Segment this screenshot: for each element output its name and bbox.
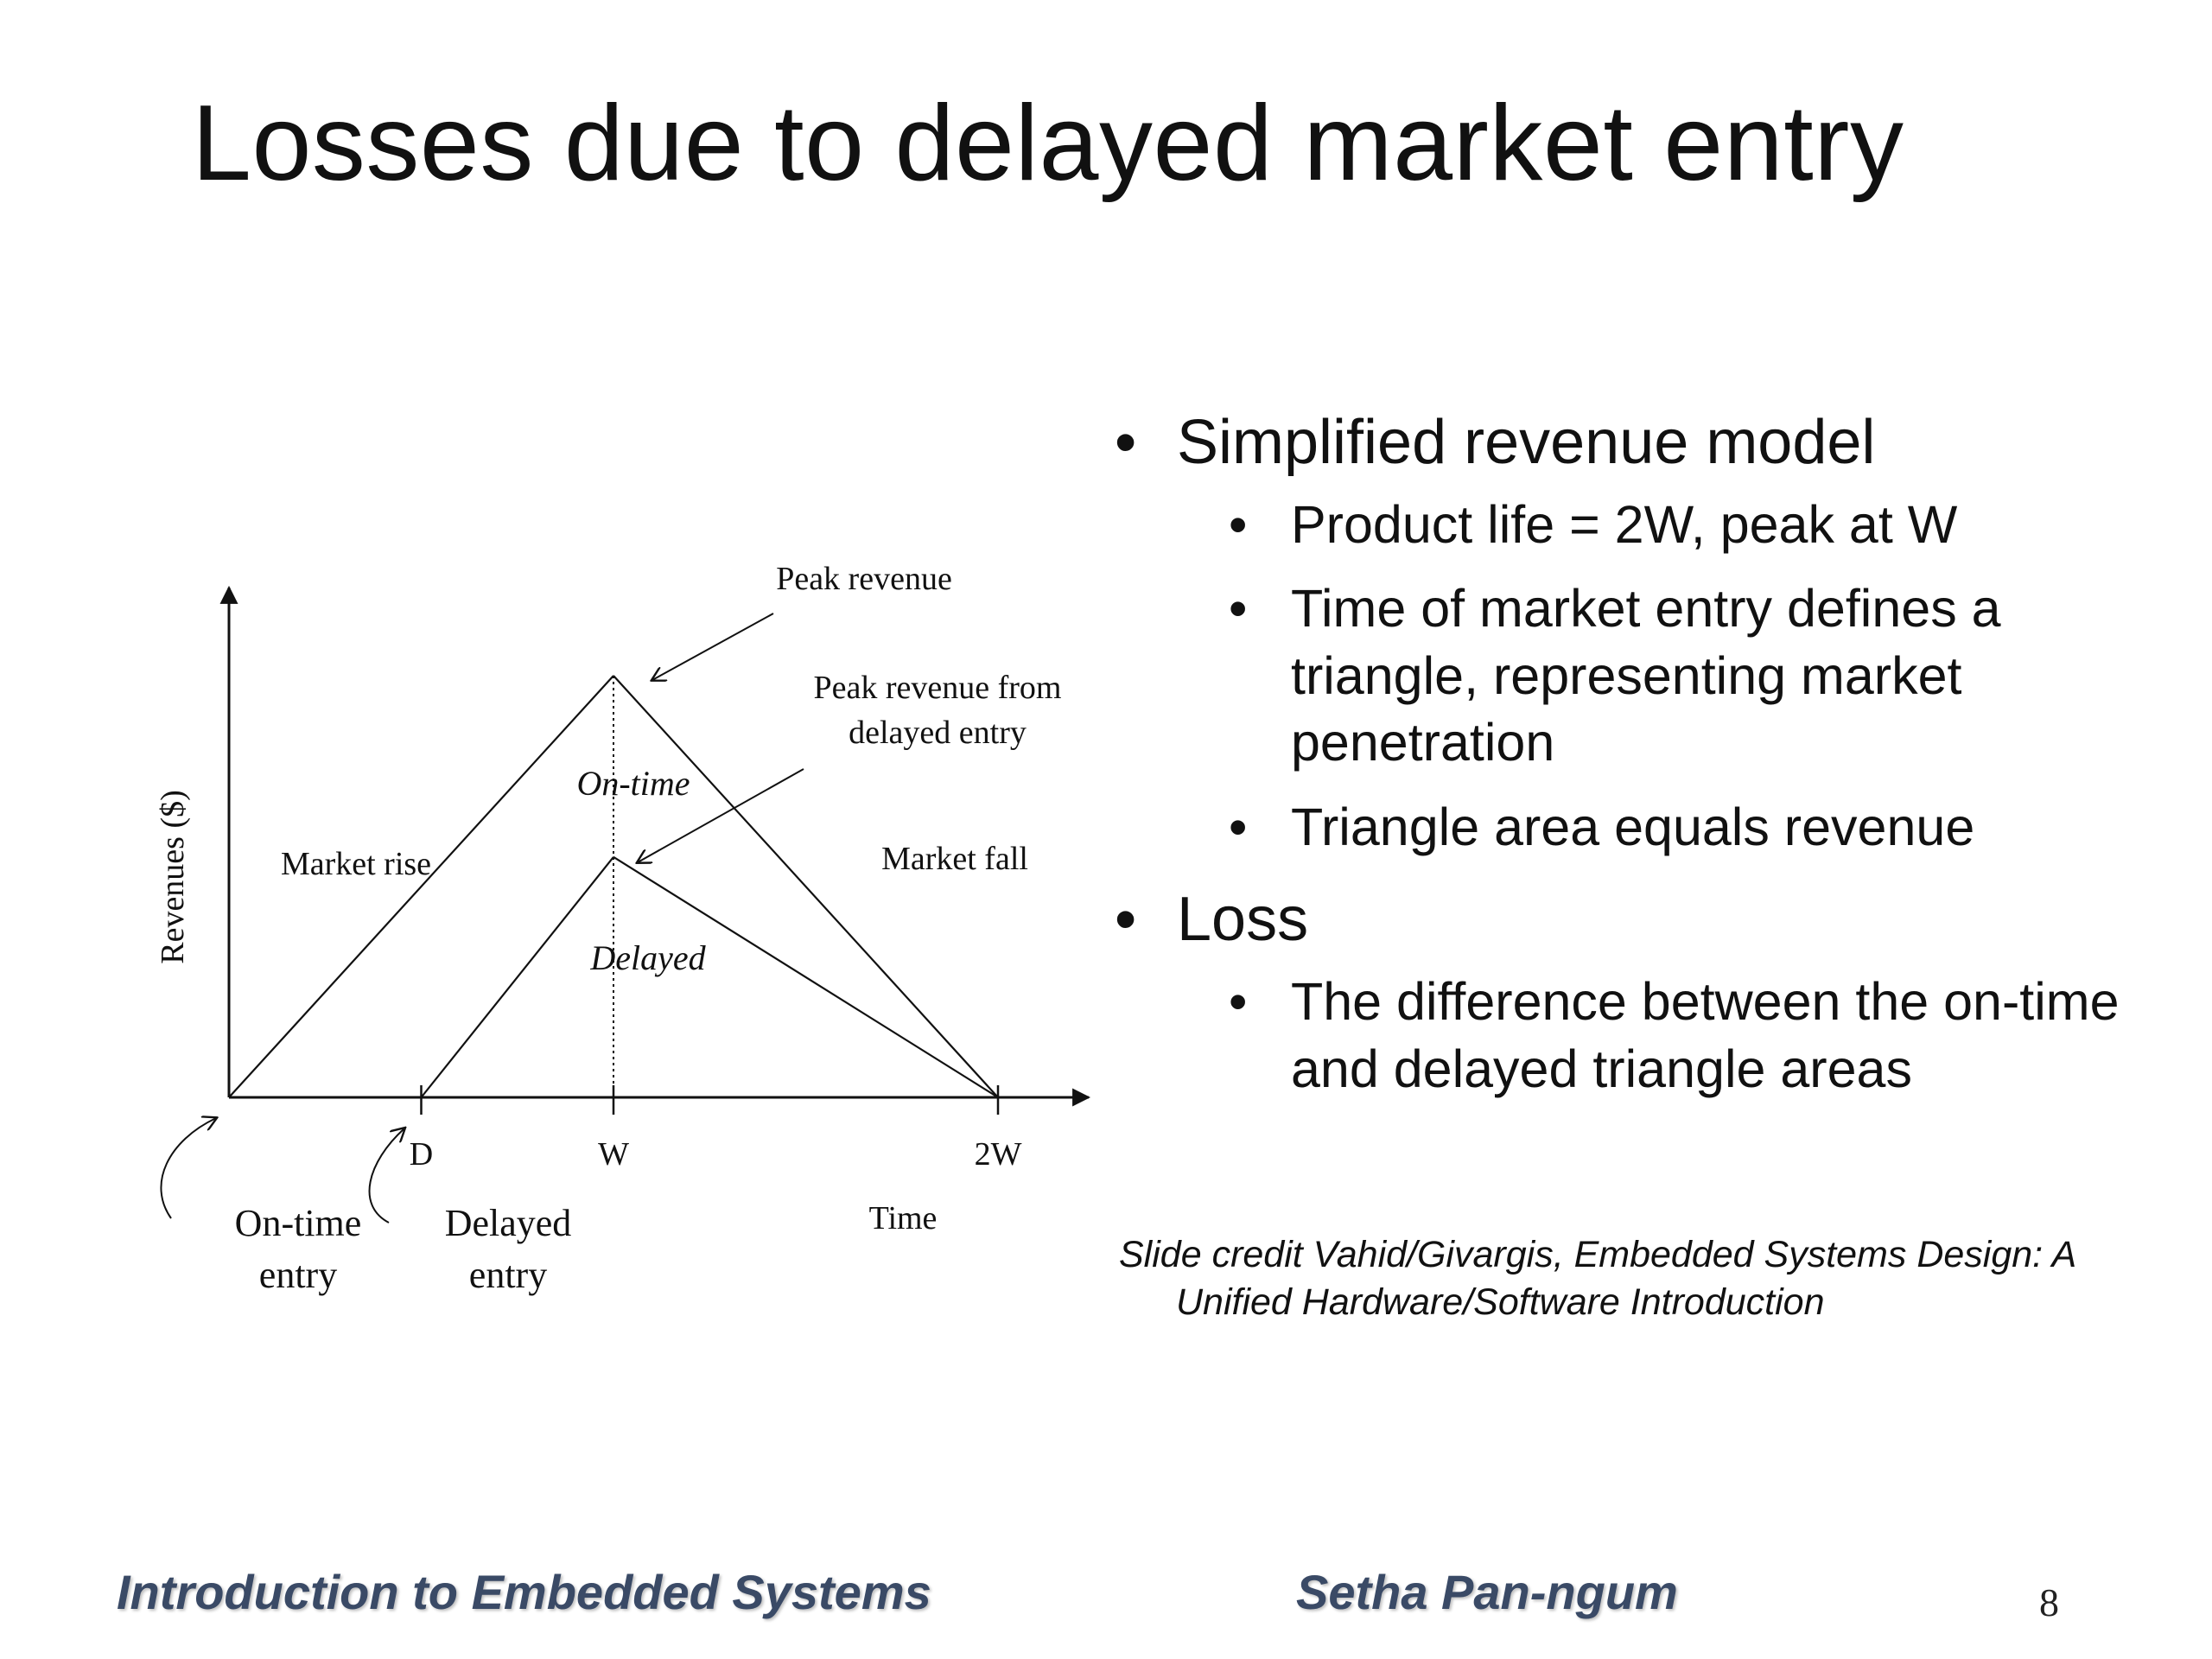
sub-bullet: Time of market entry defines a triangle,… <box>1177 575 2134 776</box>
bullet-revenue-model: Simplified revenue model Product life = … <box>1115 406 2134 861</box>
peak-delayed-label-line2: delayed entry <box>849 715 1027 751</box>
revenue-diagram: Revenues ($) D W 2W Peak revenue Peak re… <box>155 561 1091 1296</box>
bullet-loss: Loss The difference between the on-time … <box>1115 883 2134 1103</box>
sub-bullet-list: The difference between the on-time and d… <box>1177 969 2134 1103</box>
sub-bullet: Product life = 2W, peak at W <box>1177 492 2134 559</box>
sub-bullet-list: Product life = 2W, peak at W Time of mar… <box>1177 492 2134 861</box>
market-rise-label: Market rise <box>281 846 431 882</box>
on-time-rise-line <box>228 675 614 1098</box>
peak-revenue-label: Peak revenue <box>776 561 952 597</box>
peak-delayed-label-line1: Peak revenue from <box>814 670 1062 706</box>
delayed-fall-line <box>613 855 999 1098</box>
sub-bullet: Triangle area equals revenue <box>1177 794 2134 861</box>
delayed-entry-label-line1: Delayed <box>445 1202 572 1244</box>
bullet-text: Simplified revenue model <box>1177 408 1876 477</box>
sub-bullet: The difference between the on-time and d… <box>1177 969 2134 1103</box>
peak-revenue-arrow <box>652 613 774 680</box>
delayed-entry-label-line2: entry <box>469 1254 547 1296</box>
footer-course-title: Introduction to Embedded Systems <box>117 1565 931 1619</box>
footer-author: Setha Pan-ngum <box>1296 1565 1678 1619</box>
on-time-entry-arrow <box>160 1118 216 1219</box>
on-time-entry-label-line1: On-time <box>235 1202 362 1244</box>
y-axis-label: Revenues ($) <box>155 790 191 964</box>
delayed-entry-arrow <box>368 1128 404 1224</box>
bullet-list: Simplified revenue model Product life = … <box>1115 406 2134 1125</box>
slide-title: Losses due to delayed market entry <box>192 84 1904 203</box>
slide-credit: Slide credit Vahid/Givargis, Embedded Sy… <box>1119 1234 2075 1323</box>
bullet-text: Loss <box>1177 885 1309 955</box>
on-time-entry-label-line2: entry <box>259 1254 337 1296</box>
on-time-fall-line <box>613 675 999 1098</box>
peak-delayed-arrow <box>638 768 804 862</box>
on-time-region-label: On-time <box>576 764 690 803</box>
delayed-rise-line <box>420 856 614 1098</box>
market-fall-label: Market fall <box>881 841 1028 877</box>
x-axis-label: Time <box>869 1200 938 1236</box>
delayed-region-label: Delayed <box>589 938 706 977</box>
tick-label-2w: 2W <box>975 1136 1022 1173</box>
page-number: 8 <box>2039 1580 2059 1624</box>
tick-label-w: W <box>598 1136 629 1173</box>
tick-label-d: D <box>410 1136 433 1173</box>
